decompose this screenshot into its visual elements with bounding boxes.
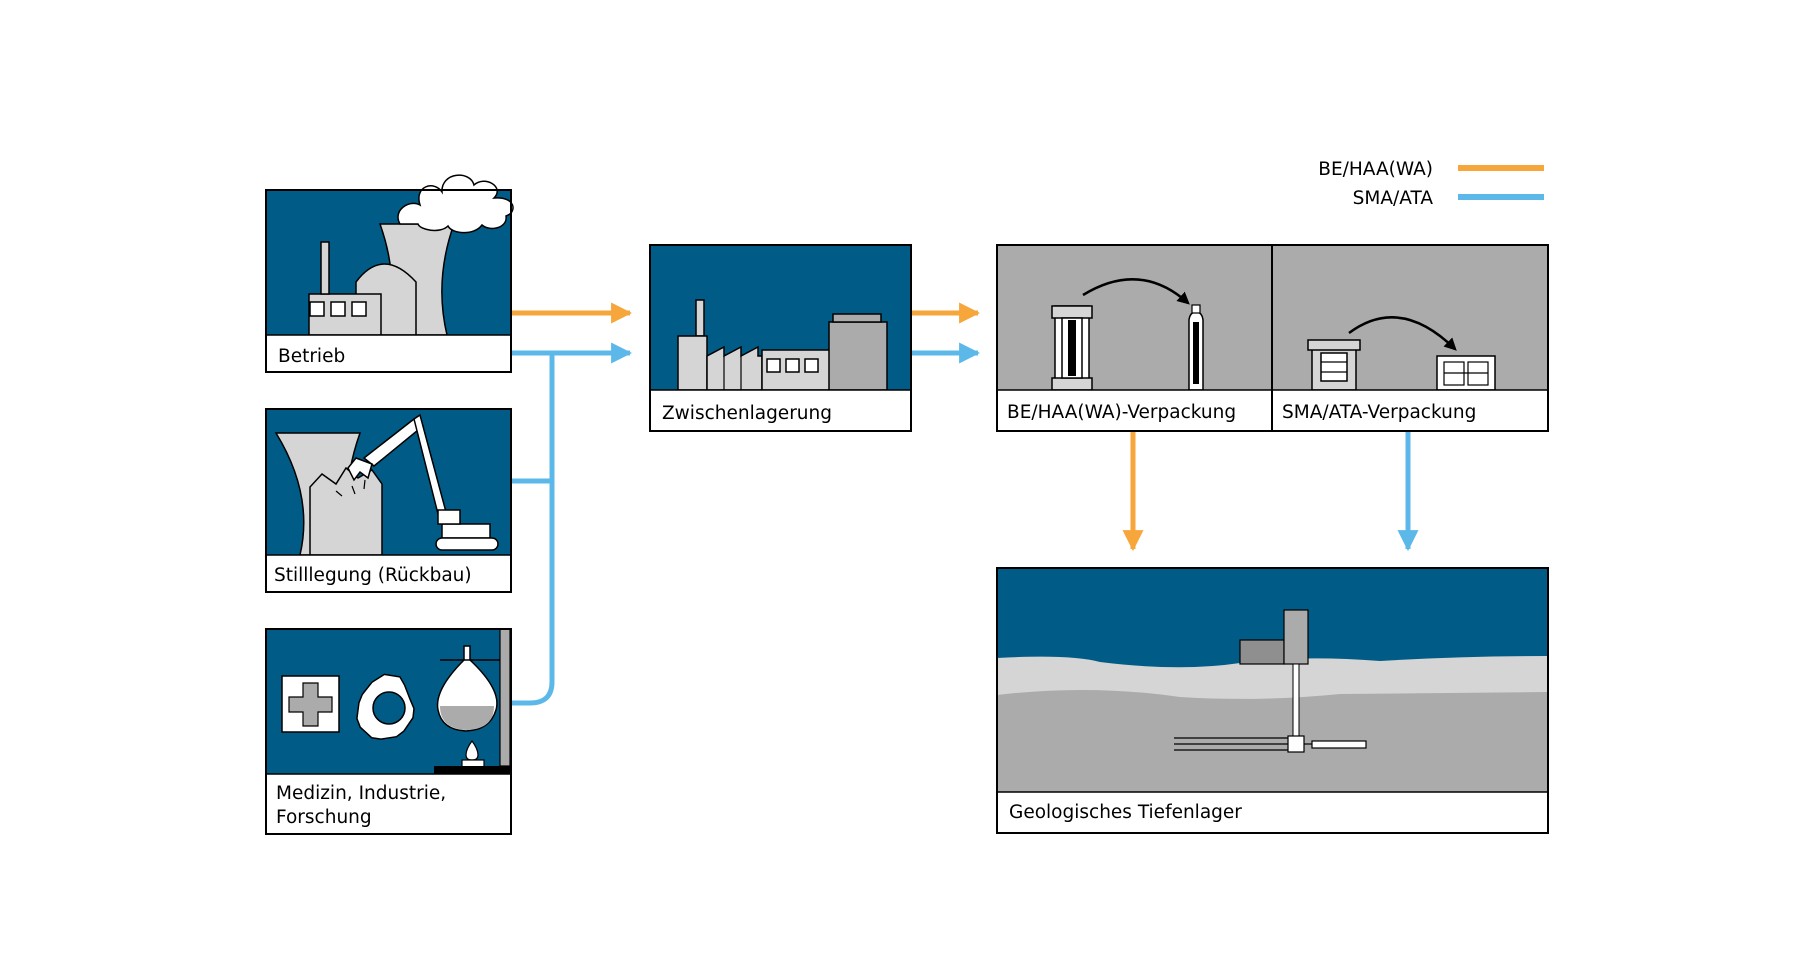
node-medizin: Medizin, Industrie, Forschung [265,628,512,835]
tiefenlager-label: Geologisches Tiefenlager [1009,802,1242,823]
node-tiefenlager: Geologisches Tiefenlager [996,567,1549,834]
betrieb-frame [265,189,512,373]
medizin-frame [265,628,512,835]
tiefenlager-frame [996,567,1549,834]
sma-packaging-label: SMA/ATA-Verpackung [1282,402,1476,423]
node-packaging: BE/HAA(WA)-Verpackung SMA/ATA-Verpackung [996,244,1549,432]
deep-geological-repository-icon [997,609,1548,792]
be-packaging-panel [997,245,1272,390]
zwischenlagerung-label: Zwischenlagerung [662,403,832,424]
betrieb-label: Betrieb [278,346,345,367]
demolition-excavator-icon [274,413,499,556]
zwischenlagerung-frame [649,244,912,432]
medizin-label-line-1: Medizin, Industrie, [276,783,446,804]
collector-line-blue [512,353,555,706]
node-stilllegung: Stilllegung (Rückbau) [265,408,512,593]
medicine-industry-research-icon [281,628,511,774]
legend-label-be-haa: BE/HAA(WA) [1318,159,1433,180]
interim-storage-facility-icon [677,299,888,391]
container-packaging-icon [1307,316,1496,391]
zwischenlagerung-label-box [649,389,912,432]
betrieb-label-box [265,334,512,373]
flow-arrows [512,302,1419,706]
gear-icon [356,673,415,740]
packaging-frame [996,244,1549,432]
node-zwischenlagerung: Zwischenlagerung [649,244,912,432]
node-betrieb: Betrieb [265,174,514,373]
be-packaging-label: BE/HAA(WA)-Verpackung [1007,402,1236,423]
nuclear-power-plant-icon [308,174,514,336]
legend-label-sma-ata: SMA/ATA [1353,188,1434,209]
stilllegung-frame [265,408,512,593]
stilllegung-label: Stilllegung (Rückbau) [274,565,472,586]
legend: BE/HAA(WA) SMA/ATA [1318,159,1544,209]
medizin-label-line-2: Forschung [276,807,372,828]
